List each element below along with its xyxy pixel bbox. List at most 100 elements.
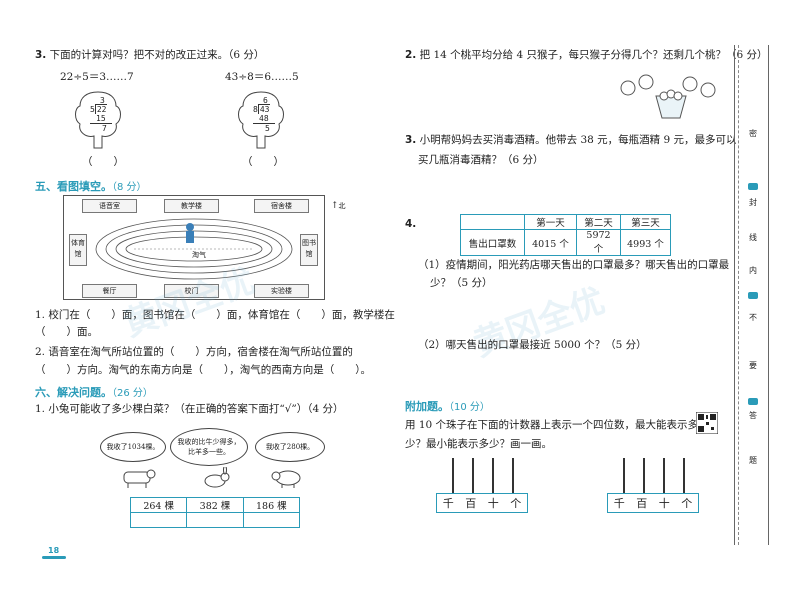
seal-marker xyxy=(748,183,758,190)
option-cell[interactable]: 186 棵 xyxy=(242,497,301,513)
place-hundreds: 百 xyxy=(636,497,648,510)
abacus-rod xyxy=(492,458,494,493)
room-dining: 餐厅 xyxy=(82,284,137,298)
abacus-rod xyxy=(472,458,474,493)
question-4-sub2: （2）哪天售出的口罩最接近 5000 个？（5 分） xyxy=(418,339,647,351)
school-map: 语音室 教学楼 宿舍楼 体育馆 图书馆 餐厅 校门 实验楼 淘气 xyxy=(63,195,325,300)
seal-char: 答 xyxy=(749,411,757,420)
question-text: 下面的计算对吗？把不对的改正过来。（6 分） xyxy=(49,49,265,61)
north-arrow-icon: ↑ xyxy=(331,201,339,211)
question-4-sub1: （1）疫情期间，阳光药店哪天售出的口罩最多？哪天售出的口罩最 xyxy=(418,259,730,271)
seal-line-dashed xyxy=(738,45,739,545)
answer-blank-2[interactable]: （ ） xyxy=(242,156,284,168)
abacus-rod xyxy=(643,458,645,493)
abacus-base: 千 百 十 个 xyxy=(436,493,528,513)
dividend: 43 xyxy=(257,104,271,114)
table-cell: 售出口罩数 xyxy=(460,229,525,256)
question-3-right-line1: 3. 小明帮妈妈去买消毒酒精。他带去 38 元，每瓶酒精 9 元，最多可以 xyxy=(405,133,737,148)
bonus-text-line1: 用 10 个珠子在下面的计数器上表示一个四位数，最大能表示多 xyxy=(405,419,699,431)
product: 48 xyxy=(253,114,275,124)
bonus-title: 附加题。（10 分） xyxy=(405,398,490,414)
table-cell: 4993 个 xyxy=(620,229,671,256)
seal-char: 不 xyxy=(749,313,757,322)
section-5-title: 五、看图填空。（8 分） xyxy=(35,178,147,194)
question-text: 小明帮妈妈去买消毒酒精。他带去 38 元，每瓶酒精 9 元，最多可以 xyxy=(419,134,737,146)
place-tens: 十 xyxy=(487,497,499,510)
section-5-q2: 2. 语音室在淘气所站位置的（ ）方向，宿舍楼在淘气所站位置的 xyxy=(35,346,353,358)
place-ones: 个 xyxy=(681,497,693,510)
section-title: 六、解决问题。 xyxy=(35,386,112,399)
check-cell[interactable] xyxy=(242,512,301,528)
question-number: 2. xyxy=(405,49,417,61)
seal-line-outer xyxy=(734,45,735,545)
speech-cloud-rabbit: 我收的比牛少得多，比羊多一些。 xyxy=(170,428,248,466)
dividend: 22 xyxy=(94,104,108,114)
answer-options-table: 264 棵 382 棵 186 棵 xyxy=(129,497,301,528)
question-number: 3. xyxy=(405,134,417,146)
seal-char: 线 xyxy=(749,233,757,242)
question-3-prompt: 3. 下面的计算对吗？把不对的改正过来。（6 分） xyxy=(35,48,264,63)
seal-char: 内 xyxy=(749,266,757,275)
room-teaching: 教学楼 xyxy=(164,199,219,213)
option-cell[interactable]: 382 棵 xyxy=(186,497,244,513)
question-3-right-line2: 买几瓶消毒酒精？（6 分） xyxy=(418,154,544,166)
question-text: 把 14 个桃平均分给 4 只猴子，每只猴子分得几个？还剩几个桃？（6 分） xyxy=(419,49,768,61)
section-points: （26 分） xyxy=(112,388,153,399)
abacus-rod xyxy=(512,458,514,493)
monkeys-peaches-illustration xyxy=(620,74,716,119)
table-header-cell: 第三天 xyxy=(620,214,671,230)
place-ones: 个 xyxy=(510,497,522,510)
place-thousands: 千 xyxy=(613,497,625,510)
north-indicator: ↑北 xyxy=(331,201,346,211)
section-5-q2-cont: （ ）方向。淘气的东南方向是（ ），淘气的西南方向是（ ）。 xyxy=(35,364,371,376)
student-label: 淘气 xyxy=(192,251,206,259)
north-label: 北 xyxy=(338,202,346,210)
section-title: 五、看图填空。 xyxy=(35,180,112,193)
speech-cloud-sheep: 我收了280棵。 xyxy=(255,432,325,462)
section-points: （8 分） xyxy=(112,182,147,193)
section-points: （10 分） xyxy=(449,402,490,413)
bonus-text-line2: 少？最小能表示多少？画一画。 xyxy=(405,438,552,450)
room-library: 图书馆 xyxy=(300,234,318,266)
equation-2: 43÷8＝6……5 xyxy=(225,71,299,83)
table-row: 第一天 第二天 第三天 xyxy=(460,214,671,230)
table-row: 售出口罩数 4015 个 5972 个 4993 个 xyxy=(460,229,671,256)
check-cell[interactable] xyxy=(129,512,188,528)
equation-1: 22÷5＝3……7 xyxy=(60,71,134,83)
section-title: 附加题。 xyxy=(405,400,449,413)
table-row xyxy=(129,512,301,528)
abacus-rod xyxy=(623,458,625,493)
seal-char: 要 xyxy=(749,361,757,370)
answer-blank-1[interactable]: （ ） xyxy=(82,156,124,168)
tree-icon xyxy=(238,91,284,149)
seal-line-inner xyxy=(768,45,769,545)
table-header-cell: 第二天 xyxy=(576,214,621,230)
check-cell[interactable] xyxy=(186,512,244,528)
page-number-decoration xyxy=(42,556,66,559)
page-number: 18 xyxy=(48,546,60,555)
remainder: 5 xyxy=(265,124,270,133)
product: 15 xyxy=(90,114,112,124)
question-number: 3. xyxy=(35,49,47,61)
table-row: 264 棵 382 棵 186 棵 xyxy=(129,497,301,513)
rabbit-icon xyxy=(204,467,230,488)
section-6-q1: 1. 小兔可能收了多少棵白菜？（在正确的答案下面打“√”）（4 分） xyxy=(35,403,344,415)
room-gym: 体育馆 xyxy=(69,234,87,266)
option-cell[interactable]: 264 棵 xyxy=(129,497,188,513)
abacus-rod xyxy=(663,458,665,493)
table-header-cell xyxy=(460,214,525,230)
room-gate: 校门 xyxy=(164,284,219,298)
qr-code-icon[interactable] xyxy=(696,412,718,434)
seal-char: 密 xyxy=(749,129,757,138)
seal-char: 题 xyxy=(749,456,757,465)
place-tens: 十 xyxy=(658,497,670,510)
question-4-sub1-cont: 少？（5 分） xyxy=(430,277,493,289)
abacus-base: 千 百 十 个 xyxy=(607,493,699,513)
table-cell: 5972 个 xyxy=(576,229,621,256)
table-header-cell: 第一天 xyxy=(524,214,577,230)
speech-cloud-cow: 我收了1034棵。 xyxy=(100,432,166,462)
room-dorm: 宿舍楼 xyxy=(254,199,309,213)
quotient: 3 xyxy=(100,96,105,105)
